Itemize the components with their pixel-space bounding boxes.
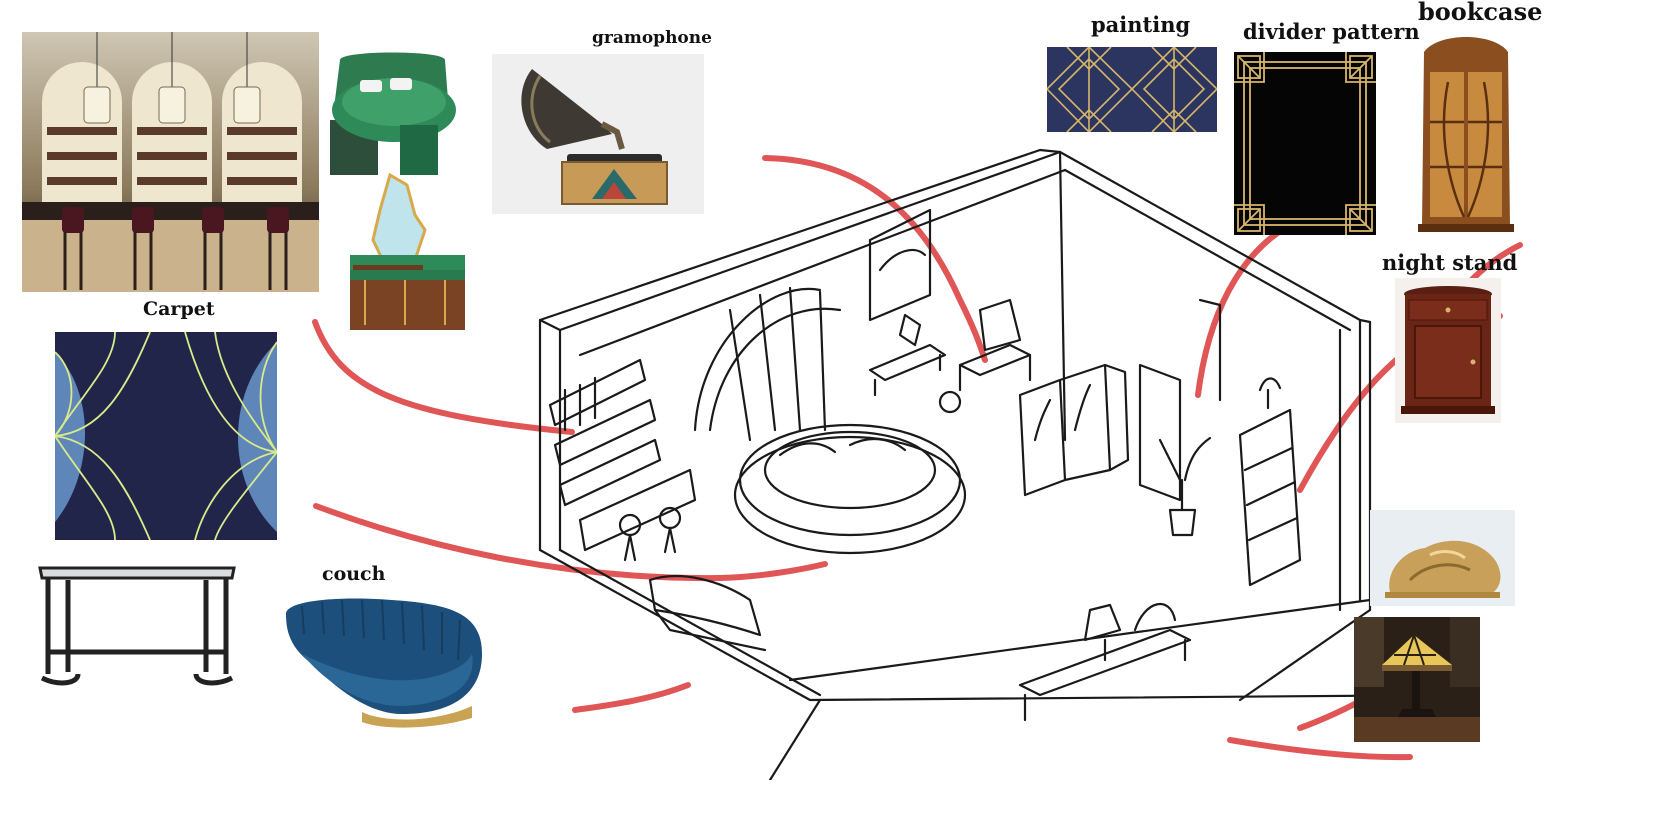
label-bookcase: bookcase xyxy=(1418,0,1543,26)
couch-photo xyxy=(286,598,482,728)
painting-pattern xyxy=(1047,47,1217,132)
label-painting: painting xyxy=(1091,12,1191,37)
label-divider-pattern: divider pattern xyxy=(1243,19,1420,44)
connector-bar xyxy=(312,319,575,435)
green-bed-model xyxy=(330,52,456,175)
night-stand-photo xyxy=(1395,278,1501,423)
tiffany-lamp-photo xyxy=(1354,617,1480,742)
connector-gramophone xyxy=(762,155,988,363)
label-carpet: Carpet xyxy=(143,298,215,320)
label-couch: couch xyxy=(322,563,386,585)
connector-lamp xyxy=(1227,737,1413,761)
connector-carpet xyxy=(313,503,828,582)
divider-pattern-swatch xyxy=(1234,52,1376,235)
console-table-photo xyxy=(38,566,236,686)
label-gramophone: gramophone xyxy=(592,28,712,48)
connector-couch xyxy=(572,682,691,713)
gold-sculpture-photo xyxy=(1370,510,1515,606)
bookcase-photo xyxy=(1418,37,1514,232)
bar-photo xyxy=(22,32,319,292)
carpet-swatch xyxy=(55,332,277,540)
gramophone-photo xyxy=(492,54,704,214)
room-sketch xyxy=(538,148,1462,780)
label-night-stand: night stand xyxy=(1382,250,1518,275)
vanity-model xyxy=(350,172,465,330)
